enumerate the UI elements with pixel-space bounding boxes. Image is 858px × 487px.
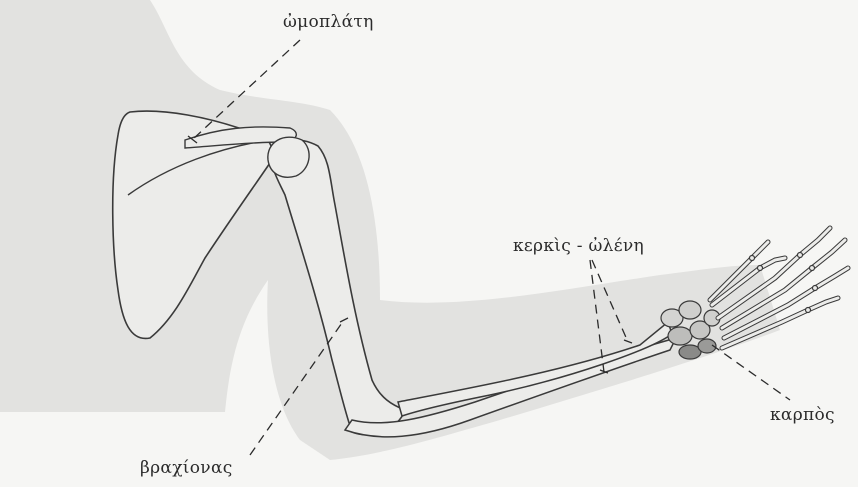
label-carpus: καρπὸς xyxy=(770,405,835,425)
label-scapula: ὠμοπλάτη xyxy=(283,12,374,32)
label-humerus: βραχίονας xyxy=(140,458,233,478)
label-radius-ulna: κερκὶς - ὠλένη xyxy=(513,236,644,256)
humerus-head xyxy=(268,137,309,177)
leader-carpus xyxy=(712,345,790,400)
